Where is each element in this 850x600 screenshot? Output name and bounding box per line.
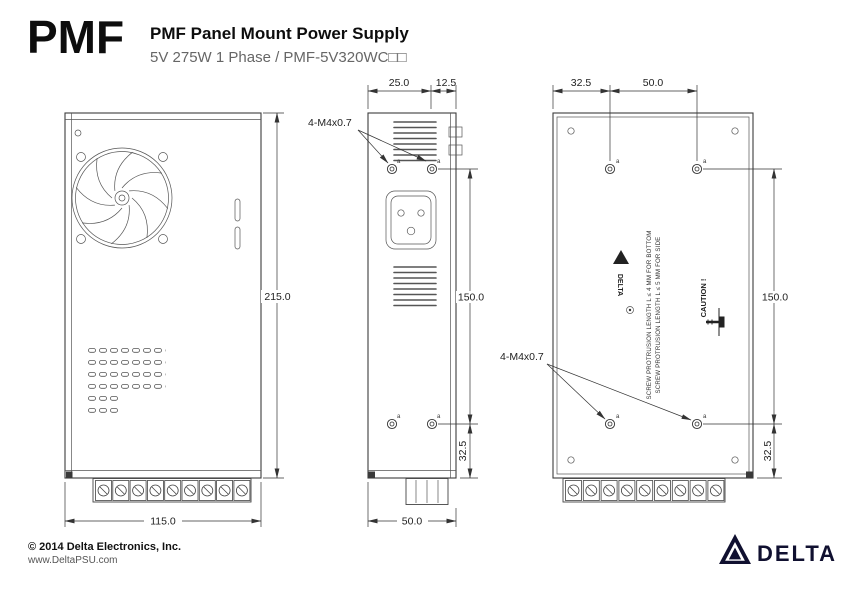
hole-label: a (616, 414, 620, 420)
dim-side-width: 50.0 (402, 516, 423, 528)
mount-hole (386, 418, 398, 430)
hole-label: a (703, 414, 707, 420)
mount-hole (426, 163, 438, 175)
dim-back-325-top: 32.5 (571, 77, 592, 89)
vent-slot (234, 226, 241, 250)
fan-grille (71, 147, 173, 249)
front-body-outline (64, 112, 262, 479)
caution-block: CAUTION ! (699, 279, 725, 336)
screw-caution-icon (706, 308, 725, 336)
dim-side-width-group: 50.0 (367, 482, 457, 528)
dim-back-325-bottom: 32.5 (762, 441, 774, 462)
side-vents-top (393, 121, 437, 162)
side-tab (448, 126, 463, 138)
screw-protrusion-note-1: SCREW PROTRUSION LENGTH L ≤ 4 MM FOR BOT… (646, 230, 653, 399)
case-screw (731, 456, 739, 464)
dim-back-50: 50.0 (643, 77, 664, 89)
mount-hole (604, 163, 616, 175)
fan-screw-hole (76, 234, 86, 244)
ac-inlet (385, 190, 437, 250)
header: PMF Panel Mount Power Supply 5V 275W 1 P… (150, 24, 409, 66)
back-screw-callout: 4-M4x0.7 (500, 351, 692, 421)
delta-wordmark: DELTA (757, 541, 838, 567)
back-terminal-block (562, 478, 726, 503)
screw-protrusion-note-2: SCREW PROTRUSION LENGTH L ≤ 5 MM FOR SID… (655, 237, 662, 394)
hole-label: a (397, 414, 401, 420)
fan-screw-hole (76, 152, 86, 162)
case-screw (567, 127, 575, 135)
back-body-outline (552, 112, 754, 479)
front-corner-hole (74, 129, 82, 137)
footer: © 2014 Delta Electronics, Inc. www.Delta… (28, 541, 181, 566)
page-title: PMF Panel Mount Power Supply (150, 24, 409, 43)
side-vents-mid (393, 266, 437, 307)
dim-side-325: 32.5 (457, 441, 469, 462)
page-subtitle: 5V 275W 1 Phase / PMF-5V320WC□□ (150, 49, 407, 66)
dim-side-125: 12.5 (436, 77, 457, 89)
hole-label: a (397, 159, 401, 165)
copyright-text: © 2014 Delta Electronics, Inc. (28, 541, 182, 553)
mount-hole (691, 163, 703, 175)
marking-dot (628, 308, 632, 312)
vent-grid (88, 345, 166, 393)
mount-hole (386, 163, 398, 175)
hole-label: a (437, 159, 441, 165)
front-terminal-block (92, 478, 252, 503)
dim-side-25: 25.0 (389, 77, 410, 89)
delta-brand-logo: DELTA (718, 533, 837, 565)
dim-side-top-group: 25.0 12.5 (367, 77, 457, 109)
vent-slot (234, 198, 241, 222)
website-text: www.DeltaPSU.com (28, 555, 118, 566)
dim-front-height: 215.0 (264, 291, 290, 303)
dim-front-height-group: 215.0 (261, 112, 294, 479)
mount-hole (604, 418, 616, 430)
hole-label: a (437, 414, 441, 420)
dim-back-150: 150.0 (762, 292, 788, 304)
side-view: a a a a 4-M4x0.7 (308, 77, 487, 528)
hole-label: a (703, 159, 707, 165)
caution-text: CAUTION ! (699, 279, 708, 318)
mounting-foot (66, 471, 73, 478)
dim-front-width-group: 115.0 (64, 482, 262, 528)
mount-hole (691, 418, 703, 430)
front-view: 215.0 115.0 (64, 112, 294, 528)
marking-circle (626, 306, 634, 314)
delta-logo-print-text: DELTA (616, 274, 623, 296)
mount-hole (426, 418, 438, 430)
mounting-foot (746, 471, 753, 478)
dim-side-150: 150.0 (458, 292, 484, 304)
dim-back-right-group: 150.0 32.5 (703, 168, 790, 479)
dim-back-top-group: 32.5 50.0 (552, 77, 698, 161)
hole-label: a (616, 159, 620, 165)
mounting-foot (368, 471, 375, 478)
pmf-logo: PMF (27, 11, 125, 63)
side-body-outline (367, 112, 457, 479)
back-screw-label: 4-M4x0.7 (500, 351, 544, 363)
side-screw-callout: 4-M4x0.7 (308, 117, 427, 164)
side-screw-label: 4-M4x0.7 (308, 117, 352, 129)
fan-screw-hole (158, 234, 168, 244)
dim-front-width: 115.0 (150, 516, 176, 528)
delta-logo-print: DELTA (613, 250, 629, 296)
dim-side-right-group: 150.0 32.5 (438, 168, 487, 479)
case-screw (731, 127, 739, 135)
side-tab (448, 144, 463, 156)
fan-screw-hole (158, 152, 168, 162)
case-screw (567, 456, 575, 464)
back-view: a a a a DELTA SCREW PROTRUSION LENGTH L … (500, 77, 790, 503)
delta-triangle-icon (719, 533, 751, 565)
side-terminal (405, 478, 449, 505)
vent-grid-small (88, 396, 121, 420)
